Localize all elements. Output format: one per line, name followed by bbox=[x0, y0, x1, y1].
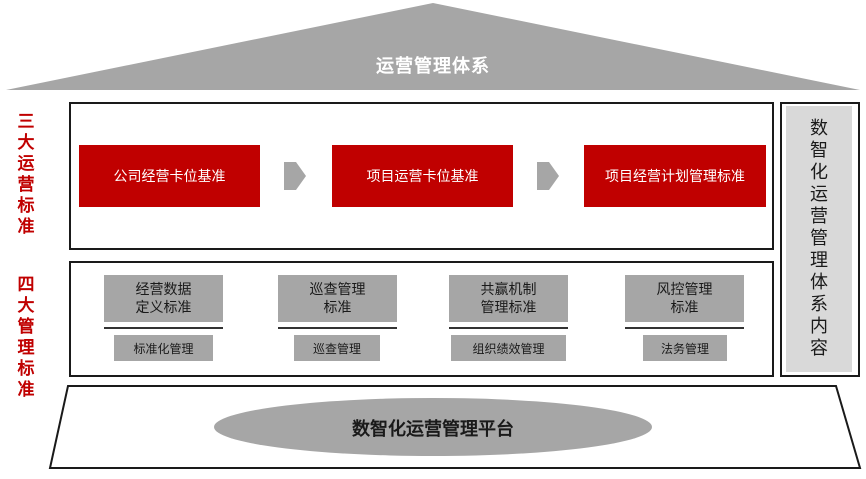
standard-project-operation: 项目运营卡位基准 bbox=[332, 145, 513, 207]
four-standard-inspection: 巡查管理 标准 bbox=[278, 275, 397, 322]
side-panel-fill bbox=[786, 106, 852, 372]
three-standards-label-text: 三大运营标准 bbox=[17, 112, 35, 237]
four-standard-win-win: 共赢机制 管理标准 bbox=[449, 275, 568, 322]
four-standard-sub-label: 巡查管理 bbox=[294, 335, 380, 361]
four-standard-title-line2: 定义标准 bbox=[135, 299, 192, 316]
four-standards-frame bbox=[69, 261, 774, 377]
platform-title: 数智化运营管理平台 bbox=[352, 419, 514, 440]
side-panel-frame bbox=[780, 102, 860, 377]
roof-shape bbox=[6, 3, 860, 90]
divider-line bbox=[104, 327, 223, 329]
four-standard-title-line2: 标准 bbox=[670, 299, 699, 316]
four-standards-label-text: 四大管理标准 bbox=[17, 275, 35, 400]
four-standard-title-line1: 风控管理 bbox=[656, 281, 713, 298]
four-standard-title-line2: 管理标准 bbox=[480, 299, 537, 316]
platform-base-shape bbox=[48, 385, 862, 469]
four-standard-sub-label: 法务管理 bbox=[643, 335, 727, 361]
three-standards-frame bbox=[69, 102, 774, 250]
four-standards-label: 四大管理标准 bbox=[14, 275, 38, 401]
four-standard-sub-label: 标准化管理 bbox=[114, 335, 213, 361]
standard-project-plan: 项目经营计划管理标准 bbox=[584, 145, 766, 207]
four-standard-sub-label: 组织绩效管理 bbox=[451, 335, 566, 361]
side-panel-text: 数智化运营管理体系内容 bbox=[810, 118, 828, 359]
divider-line bbox=[625, 327, 744, 329]
four-standard-risk-control: 风控管理 标准 bbox=[625, 275, 744, 322]
arrow-right-icon bbox=[537, 162, 559, 190]
three-standards-label: 三大运营标准 bbox=[14, 112, 38, 238]
arrow-right-icon bbox=[284, 162, 306, 190]
four-standard-title-line1: 巡查管理 bbox=[309, 281, 366, 298]
standard-company-positioning: 公司经营卡位基准 bbox=[79, 145, 260, 207]
divider-line bbox=[449, 327, 568, 329]
four-standard-data-definition: 经营数据 定义标准 bbox=[104, 275, 223, 322]
roof-title: 运营管理体系 bbox=[376, 56, 490, 77]
four-standard-title-line2: 标准 bbox=[323, 299, 352, 316]
four-standard-title-line1: 共赢机制 bbox=[480, 281, 537, 298]
four-standard-title-line1: 经营数据 bbox=[135, 281, 192, 298]
divider-line bbox=[278, 327, 397, 329]
side-panel: 数智化运营管理体系内容 bbox=[786, 106, 852, 372]
